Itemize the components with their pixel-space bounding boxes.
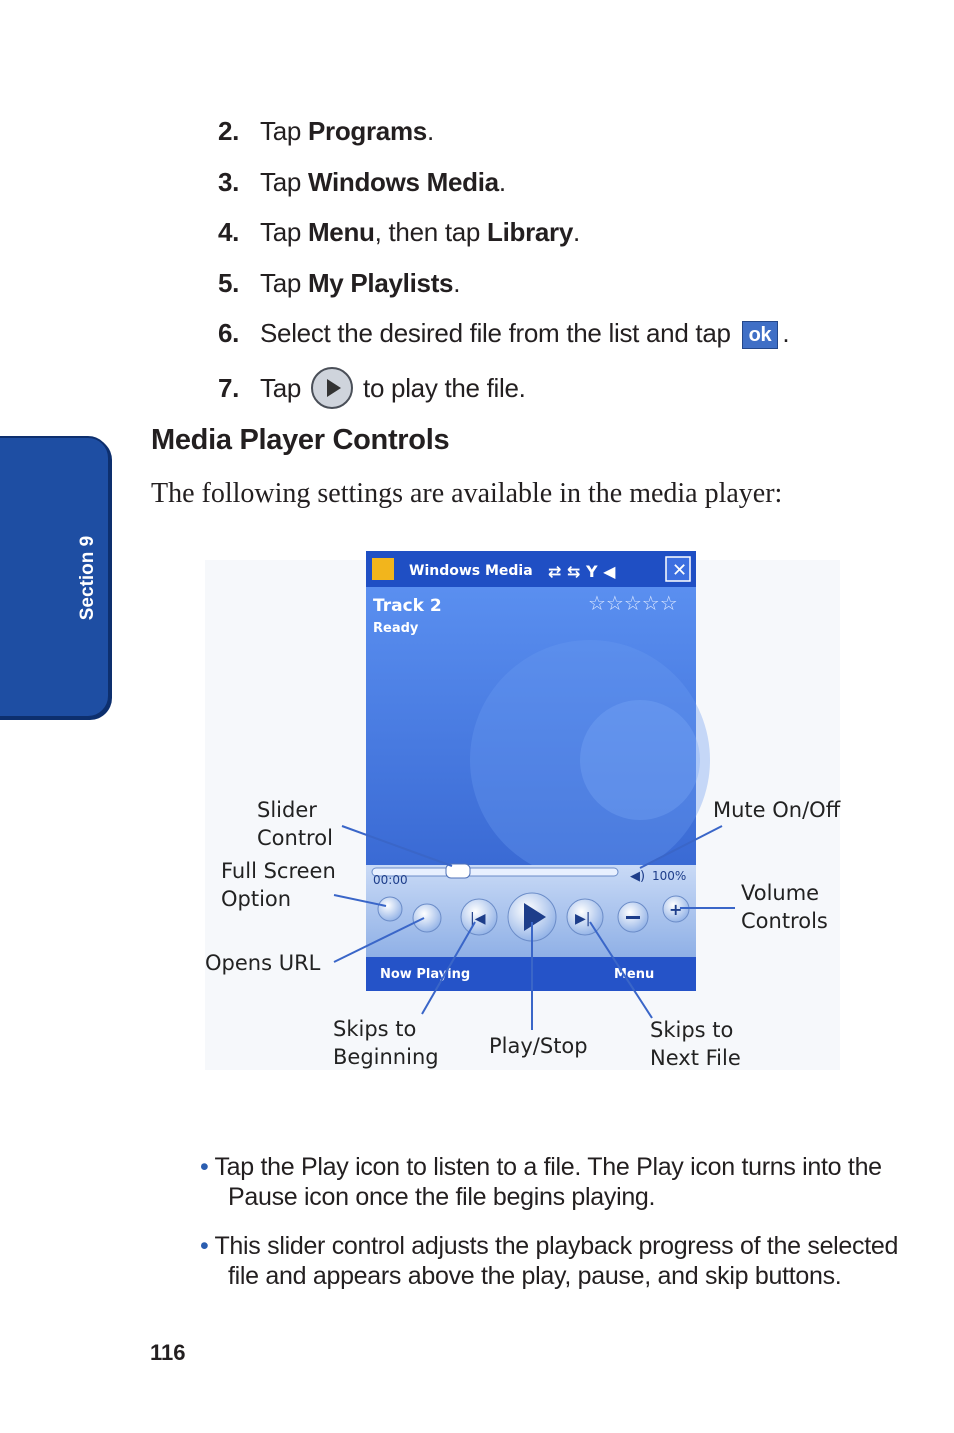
bullet-text: This slider control adjusts the playback… [214, 1232, 899, 1260]
section-heading: Media Player Controls [151, 424, 450, 456]
label-skip-beginning-2: Beginning [333, 1045, 439, 1069]
play-icon [524, 903, 546, 931]
step-number: 7. [218, 372, 240, 403]
skip-back-button[interactable] [460, 898, 498, 936]
play-icon [311, 367, 354, 409]
step-text: . [573, 217, 580, 247]
status-icons: ⇄ ⇆ Y ◀ [548, 562, 616, 581]
step-number: 4. [218, 217, 240, 247]
seek-slider[interactable] [371, 867, 619, 877]
step-bold-term: My Playlists [307, 268, 454, 298]
volume-level: 100% [652, 869, 686, 883]
step-number: 3. [218, 167, 240, 197]
step-text: Tap [260, 217, 308, 247]
step-text: . [453, 268, 461, 298]
slider-thumb[interactable] [445, 863, 471, 879]
step-6: 6. Select the desired file from the list … [218, 318, 790, 350]
step-bold-term: Programs [307, 116, 427, 146]
label-mute: Mute On/Off [713, 798, 841, 822]
label-skip-next-2: Next File [650, 1046, 741, 1070]
softkey-menu[interactable]: Menu [614, 967, 654, 982]
step-text: . [426, 116, 434, 146]
step-7: 7. Tap to play the file. [218, 367, 526, 411]
full-screen-button[interactable] [377, 896, 403, 922]
step-bold-term: Library [486, 217, 574, 247]
label-slider: Slider [257, 798, 317, 822]
label-fullscreen-2: Option [221, 887, 291, 911]
callout-lines [333, 825, 735, 1030]
step-text: . [498, 167, 506, 197]
step-text: Tap [260, 268, 308, 298]
close-icon[interactable] [665, 556, 691, 582]
label-skip-beginning: Skips to [333, 1017, 416, 1041]
visualization-area [366, 587, 696, 865]
bullet-text: Tap the Play icon to listen to a file. T… [214, 1153, 882, 1181]
step-3: 3. Tap Windows Media. [218, 167, 506, 197]
windows-flag-icon [372, 558, 394, 580]
speaker-icon[interactable]: ◀) [630, 869, 645, 884]
step-number: 6. [218, 318, 240, 348]
label-volume-2: Controls [741, 909, 828, 933]
rating-stars-icon[interactable]: ☆☆☆☆☆ [588, 591, 678, 615]
bullet-item: •Tap the Play icon to listen to a file. … [200, 1152, 920, 1212]
step-text: Tap [260, 116, 308, 146]
plus-icon: + [669, 900, 682, 919]
app-title: Windows Media [409, 563, 533, 579]
step-text: Select the desired file from the list an… [260, 318, 731, 348]
step-2: 2. Tap Programs. [218, 116, 434, 146]
device-screen: Windows Media ⇄ ⇆ Y ◀ ✕ Track 2 Ready ☆☆… [366, 551, 710, 991]
step-bold-term: Windows Media [307, 167, 499, 197]
callout-labels: Slider Control Full Screen Option Opens … [205, 798, 841, 1070]
bullet-dot-icon: • [200, 1232, 209, 1260]
step-number: 5. [218, 268, 240, 298]
step-text: Tap [260, 372, 302, 403]
step-text: . [782, 318, 790, 348]
ok-button-icon: ok [741, 321, 779, 350]
bullet-dot-icon: • [200, 1153, 209, 1181]
skip-next-icon: ▶| [575, 911, 590, 927]
step-text: , then tap [374, 217, 487, 247]
open-url-button[interactable] [412, 903, 442, 933]
step-4: 4. Tap Menu, then tap Library. [218, 217, 580, 247]
section-tab [0, 436, 110, 718]
label-volume: Volume [741, 881, 819, 905]
label-open-url: Opens URL [205, 951, 321, 975]
intro-text: The following settings are available in … [151, 478, 783, 509]
background-swirl [580, 700, 700, 820]
bullet-text: Pause icon once the file begins playing. [228, 1183, 656, 1211]
minus-icon [626, 916, 640, 919]
skip-next-button[interactable] [566, 898, 604, 936]
label-skip-next: Skips to [650, 1018, 733, 1042]
label-play-stop: Play/Stop [489, 1034, 588, 1058]
softkey-now-playing[interactable]: Now Playing [380, 967, 470, 982]
label-fullscreen: Full Screen [221, 859, 336, 883]
title-bar [366, 551, 696, 587]
elapsed-time: 00:00 [373, 873, 408, 887]
background-swirl [470, 640, 710, 880]
track-title: Track 2 [373, 596, 442, 616]
step-bold-term: Menu [307, 217, 375, 247]
bullet-item: •This slider control adjusts the playbac… [200, 1231, 920, 1291]
step-text: to play the file. [363, 372, 526, 403]
step-5: 5. Tap My Playlists. [218, 268, 460, 298]
close-glyph: ✕ [672, 560, 687, 581]
bullet-text: file and appears above the play, pause, … [228, 1262, 842, 1290]
page-number: 116 [150, 1340, 186, 1365]
step-text: Tap [260, 167, 308, 197]
label-slider-2: Control [257, 826, 333, 850]
step-number: 2. [218, 116, 240, 146]
track-status: Ready [373, 621, 419, 636]
